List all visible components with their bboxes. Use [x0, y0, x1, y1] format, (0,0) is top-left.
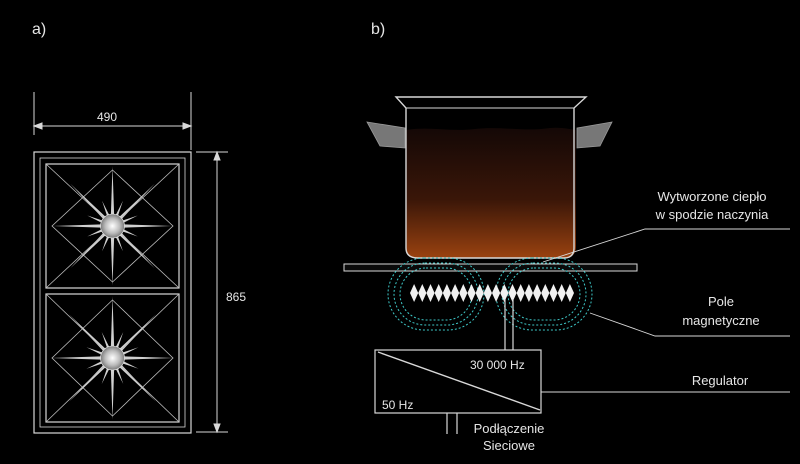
panel-a-label: a): [32, 21, 46, 38]
coil-turn: [442, 284, 451, 302]
coil-turn: [418, 284, 427, 302]
mains-wires: [446, 413, 458, 434]
hob-plate: [343, 263, 638, 272]
burners: [45, 163, 180, 423]
pot: [394, 96, 588, 259]
cooktop: [33, 151, 192, 434]
coil-turn: [475, 284, 484, 302]
coil-wires: [504, 299, 514, 350]
coil-turn: [524, 284, 533, 302]
coil-turn: [434, 284, 443, 302]
coil-turn: [533, 284, 542, 302]
pot-handle-right: [576, 121, 613, 149]
height-dimension: [196, 150, 228, 434]
induction-coil: [410, 284, 574, 302]
width-dimension: [32, 92, 193, 150]
width-dim-label: 490: [97, 110, 117, 124]
pot-handle-left: [366, 121, 406, 149]
burner-bottom: [45, 293, 180, 423]
coil-turn: [508, 284, 517, 302]
coil-turn: [451, 284, 460, 302]
heat-label-line2: w spodzie naczynia: [655, 207, 769, 222]
coil-turn: [500, 284, 509, 302]
coil-turn: [410, 284, 419, 302]
coil-turn: [541, 284, 550, 302]
regulator-box: [374, 349, 542, 414]
coil-turn: [483, 284, 492, 302]
freq-low-label: 50 Hz: [382, 398, 413, 412]
freq-high-label: 30 000 Hz: [470, 358, 525, 372]
field-label-line1: Pole: [708, 294, 734, 309]
coil-turn: [467, 284, 476, 302]
coil-turn: [549, 284, 558, 302]
coil-turn: [426, 284, 435, 302]
field-label-line2: magnetyczne: [682, 313, 759, 328]
burner-top: [45, 163, 180, 289]
coil-turn: [459, 284, 468, 302]
heat-label-line1: Wytworzone ciepło: [658, 189, 767, 204]
coil-turn: [516, 284, 525, 302]
connection-label-line1: Podłączenie: [474, 421, 545, 436]
coil-turn: [565, 284, 574, 302]
coil-turn: [557, 284, 566, 302]
height-dim-label: 865: [226, 290, 246, 304]
callout-lines: [541, 228, 790, 393]
regulator-label: Regulator: [692, 373, 749, 388]
coil-turn: [492, 284, 501, 302]
connection-label-line2: Sieciowe: [483, 438, 535, 453]
panel-b-label: b): [371, 21, 385, 38]
